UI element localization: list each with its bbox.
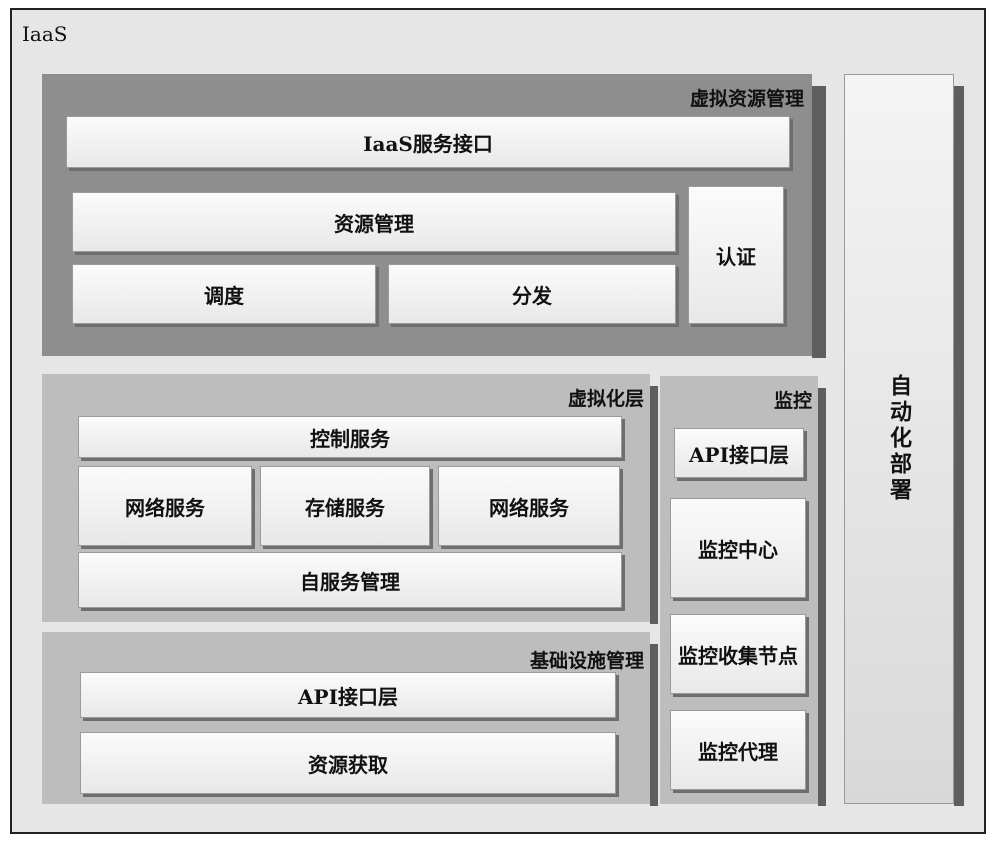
network-service-2: 网络服务 [438, 466, 620, 546]
control-service: 控制服务 [78, 416, 622, 458]
infrastructure-api-layer: API接口层 [80, 672, 616, 718]
storage-service: 存储服务 [260, 466, 430, 546]
authentication: 认证 [688, 186, 784, 324]
monitoring-collection-node: 监控收集节点 [670, 614, 806, 694]
self-service-management: 自服务管理 [78, 552, 622, 608]
scheduling: 调度 [72, 264, 376, 324]
monitoring-api-layer: API接口层 [674, 428, 804, 478]
iaas-label: IaaS [22, 22, 68, 46]
infrastructure-shadow [650, 644, 658, 806]
resource-management: 资源管理 [72, 192, 676, 252]
iaas-service-interface: IaaS服务接口 [66, 116, 790, 168]
virtualization-shadow [650, 386, 658, 624]
network-service-1: 网络服务 [78, 466, 252, 546]
distribution: 分发 [388, 264, 676, 324]
infrastructure-title: 基础设施管理 [529, 650, 644, 672]
deploy-shadow [954, 86, 964, 806]
automated-deployment-panel: 自动化部署 [844, 74, 954, 804]
virtual-resource-title: 虚拟资源管理 [689, 88, 804, 110]
virtualization-title: 虚拟化层 [567, 388, 644, 410]
monitoring-agent: 监控代理 [670, 710, 806, 790]
monitoring-title: 监控 [773, 390, 812, 412]
virtual-resource-shadow [812, 86, 826, 358]
monitoring-center: 监控中心 [670, 498, 806, 598]
monitoring-shadow [818, 388, 826, 806]
resource-acquisition: 资源获取 [80, 732, 616, 794]
automated-deployment-label: 自动化部署 [886, 374, 912, 504]
